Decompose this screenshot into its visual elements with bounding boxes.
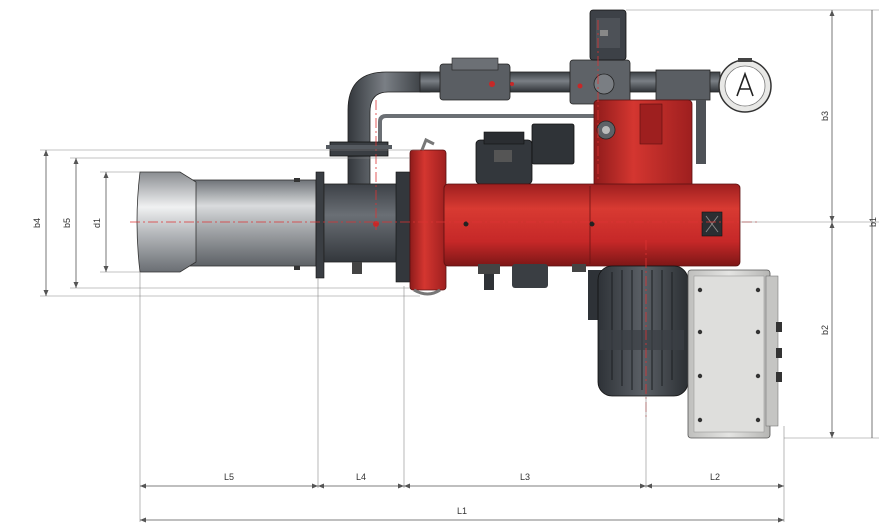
control-unit: [475, 123, 575, 185]
gas-return-line: [378, 114, 610, 150]
label-L1: L1: [457, 506, 467, 516]
label-b2: b2: [820, 325, 830, 335]
dimension-L5: L5: [140, 472, 318, 489]
gas-train: [326, 9, 772, 191]
label-L3: L3: [520, 472, 530, 482]
label-L5: L5: [224, 472, 234, 482]
pressure-regulator: [655, 69, 711, 101]
label-b4: b4: [32, 218, 42, 228]
red-flange-plate: [409, 149, 447, 291]
dimension-b2: b2: [820, 222, 835, 438]
dimension-L3: L3: [404, 472, 646, 489]
dimension-b3: b3: [820, 10, 835, 222]
blast-tube: [136, 171, 317, 273]
fan-motor: [588, 265, 689, 397]
dimension-b5: b5: [62, 158, 79, 288]
dimension-b4: b4: [32, 150, 49, 296]
bottom-fittings: [478, 264, 586, 290]
center-lines: [130, 20, 760, 420]
dimension-L4: L4: [318, 472, 404, 489]
label-L2: L2: [710, 472, 720, 482]
dimension-d1: d1: [92, 172, 109, 272]
label-b5: b5: [62, 218, 72, 228]
gas-head-housing: [593, 99, 693, 191]
label-b1: b1: [868, 217, 878, 227]
dimension-b1: b1: [868, 10, 878, 438]
label-L4: L4: [356, 472, 366, 482]
dimension-L1: L1: [140, 506, 784, 523]
label-d1: d1: [92, 218, 102, 228]
mounting-flange: [315, 171, 411, 283]
label-b3: b3: [820, 111, 830, 121]
electrical-panel: [687, 269, 782, 439]
extension-lines: [40, 9, 879, 522]
dimension-L2: L2: [646, 472, 784, 489]
burner-housing: [443, 183, 741, 267]
blast-tube-body: [187, 179, 317, 267]
